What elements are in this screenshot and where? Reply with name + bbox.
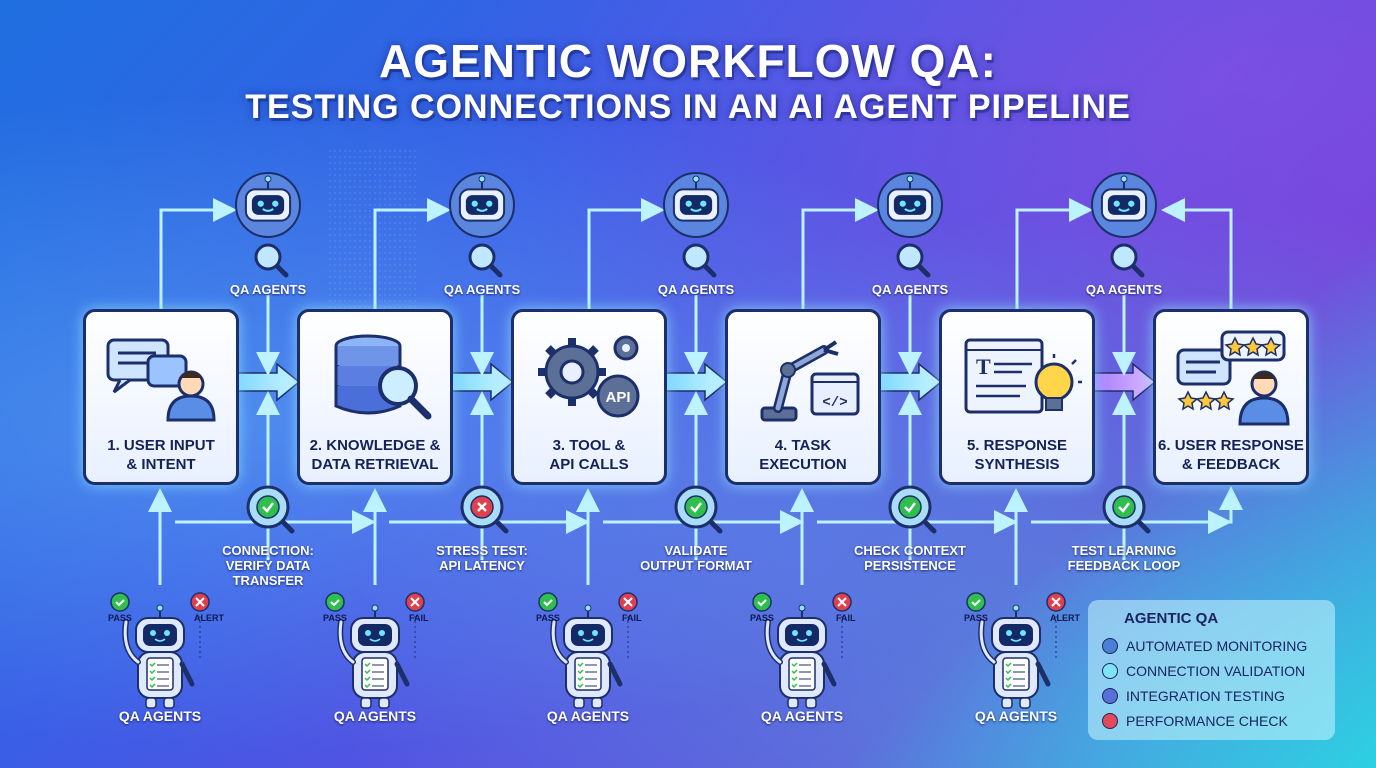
stage-label: 1. USER INPUT& INTENT xyxy=(107,437,215,473)
monitor-wire-in xyxy=(373,198,451,309)
magnifier-icon xyxy=(1110,243,1138,271)
alert-label: FAIL xyxy=(836,613,856,623)
chat-user-icon xyxy=(86,326,236,426)
pass-icon xyxy=(752,592,772,612)
legend-item-integration-testing: INTEGRATION TESTING xyxy=(1102,683,1335,708)
qa-agents-label: QA AGENTS xyxy=(974,708,1058,724)
stage-label: 6. USER RESPONSE& FEEDBACK xyxy=(1158,437,1304,473)
qa-agent-robot-icon xyxy=(1091,172,1157,238)
magnifier-icon xyxy=(273,262,289,278)
legend-title: AGENTIC QA xyxy=(1124,610,1219,627)
magnifier-icon xyxy=(254,243,282,271)
qa-agents-label: QA AGENTS xyxy=(229,282,307,297)
feedback-wire-bottom xyxy=(1210,486,1243,524)
stage-user-input: 1. USER INPUT& INTENT xyxy=(83,309,239,485)
stage-label: 2. KNOWLEDGE &DATA RETRIEVAL xyxy=(309,437,441,473)
page-subtitle: TESTING CONNECTIONS IN AN AI AGENT PIPEL… xyxy=(245,88,1131,126)
magnifier-icon xyxy=(468,243,496,271)
magnifier-icon xyxy=(915,262,931,278)
magnifier-icon xyxy=(682,243,710,271)
qa-agent-robot-icon xyxy=(449,172,515,238)
magnifier-icon xyxy=(487,262,503,278)
gears-api-icon: API xyxy=(514,326,664,426)
qa-agents-label: QA AGENTS xyxy=(760,708,844,724)
flow-arrow-4-to-5 xyxy=(878,362,943,402)
alert-label: FAIL xyxy=(409,613,429,623)
pass-label: PASS xyxy=(108,613,132,623)
check-badge-pass-icon xyxy=(888,485,937,534)
qa-agents-label: QA AGENTS xyxy=(118,708,202,724)
check-badge-pass-icon xyxy=(246,485,295,534)
connection-check-label: STRESS TEST:API LATENCY xyxy=(436,543,528,573)
legend-item-performance-check: PERFORMANCE CHECK xyxy=(1102,708,1335,733)
svg-text:API: API xyxy=(605,389,630,406)
pass-label: PASS xyxy=(323,613,347,623)
flow-arrow-5-to-6 xyxy=(1092,362,1157,402)
pass-icon xyxy=(325,592,345,612)
magnifier-icon xyxy=(1129,262,1145,278)
database-search-icon xyxy=(300,326,450,426)
feedback-wire xyxy=(1161,198,1233,309)
magnifier-icon xyxy=(701,262,717,278)
stage-tool-api-calls: API 3. TOOL &API CALLS xyxy=(511,309,667,485)
qa-agents-label: QA AGENTS xyxy=(333,708,417,724)
alert-label: ALERT xyxy=(1050,613,1080,623)
alert-label: FAIL xyxy=(622,613,642,623)
qa-agent-robot-icon xyxy=(663,172,729,238)
monitor-wire-in xyxy=(159,198,237,309)
qa-agent-checklist-robot-icon xyxy=(752,592,852,709)
monitor-wire-in xyxy=(587,198,665,309)
qa-agent-checklist-robot-icon xyxy=(325,592,425,709)
stage-user-feedback: 6. USER RESPONSE& FEEDBACK xyxy=(1153,309,1309,485)
flow-arrow-3-to-4 xyxy=(664,362,729,402)
pass-label: PASS xyxy=(750,613,774,623)
qa-agents-label: QA AGENTS xyxy=(871,282,949,297)
qa-agent-robot-icon xyxy=(235,172,301,238)
page-title: AGENTIC WORKFLOW QA: xyxy=(379,35,997,87)
magnifier-icon xyxy=(896,243,924,271)
qa-agent-robot-icon xyxy=(877,172,943,238)
stage-label: 3. TOOL &API CALLS xyxy=(549,437,629,473)
rating-user-icon xyxy=(1156,326,1306,426)
legend-panel: AGENTIC QA AUTOMATED MONITORING CONNECTI… xyxy=(1088,600,1335,740)
qa-agents-label: QA AGENTS xyxy=(1085,282,1163,297)
qa-agent-checklist-robot-icon xyxy=(966,592,1066,709)
monitor-wire-in xyxy=(1015,198,1093,309)
pass-icon xyxy=(110,592,130,612)
document-lightbulb-icon: T xyxy=(942,326,1092,426)
legend-item-automated-monitoring: AUTOMATED MONITORING xyxy=(1102,633,1335,658)
pass-label: PASS xyxy=(536,613,560,623)
check-badge-pass-icon xyxy=(674,485,723,534)
qa-agent-checklist-robot-icon xyxy=(538,592,638,709)
flow-arrow-1-to-2 xyxy=(236,362,301,402)
flow-arrow-2-to-3 xyxy=(450,362,515,402)
legend-item-connection-validation: CONNECTION VALIDATION xyxy=(1102,658,1335,683)
qa-agents-label: QA AGENTS xyxy=(443,282,521,297)
robot-arm-code-icon: </> xyxy=(728,326,878,426)
alert-label: ALERT xyxy=(194,613,224,623)
pass-icon xyxy=(966,592,986,612)
qa-agent-checklist-robot-icon xyxy=(110,592,210,709)
svg-text:T: T xyxy=(976,354,991,379)
check-badge-pass-icon xyxy=(1102,485,1151,534)
check-badge-fail-icon xyxy=(460,485,509,534)
qa-agents-label: QA AGENTS xyxy=(546,708,630,724)
qa-agents-label: QA AGENTS xyxy=(657,282,735,297)
svg-text:</>: </> xyxy=(822,395,847,411)
pass-label: PASS xyxy=(964,613,988,623)
stage-knowledge-retrieval: 2. KNOWLEDGE &DATA RETRIEVAL xyxy=(297,309,453,485)
monitor-wire-in xyxy=(801,198,879,309)
pass-icon xyxy=(538,592,558,612)
